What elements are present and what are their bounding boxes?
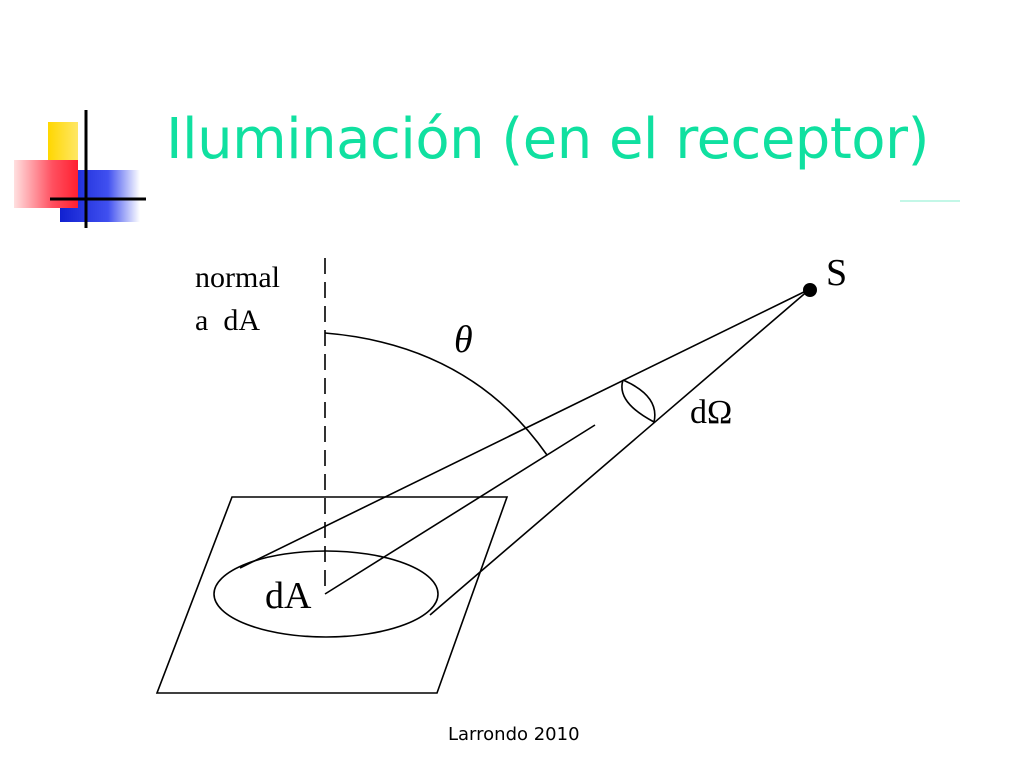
- slide-footer: Larrondo 2010: [448, 724, 580, 745]
- theta-label: θ: [454, 319, 473, 361]
- solid-angle-lens-left: [621, 379, 655, 423]
- cone-line-lower: [429, 288, 811, 616]
- slide-title: Iluminación (en el receptor): [166, 107, 929, 172]
- source-label: S: [826, 252, 847, 294]
- area-element-dA: [213, 550, 439, 638]
- decorative-logo: [14, 110, 146, 228]
- solid-angle-lens-right: [622, 379, 656, 423]
- center-ray: [324, 424, 596, 595]
- theta-arc: [324, 332, 548, 456]
- normal-label-line1: normal: [195, 261, 280, 294]
- normal-label-line2: a dA: [195, 304, 260, 337]
- receptor-plane: [155, 496, 509, 694]
- area-label: dA: [265, 575, 312, 617]
- cone-line-upper: [239, 288, 811, 569]
- point-source-dot: [803, 283, 817, 297]
- title-underline-accent: [900, 200, 960, 202]
- solid-angle-label: dΩ: [690, 394, 732, 431]
